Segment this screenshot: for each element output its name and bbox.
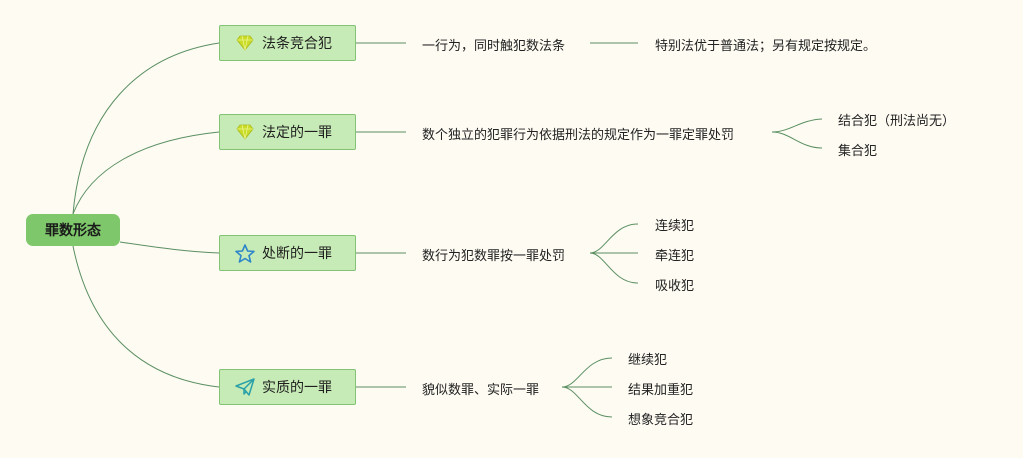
- branch-4-child-2[interactable]: 结果加重犯: [628, 382, 694, 398]
- connector-root-branch-1: [72, 42, 220, 215]
- branch-4-description[interactable]: 貌似数罪、实际一罪: [422, 382, 540, 398]
- connector-desc-3-child-3: [589, 252, 639, 284]
- connector-desc-2-child-2: [771, 131, 823, 149]
- connector-desc-4-child-1: [561, 357, 613, 388]
- branch-topic-shizhi-yizui[interactable]: 实质的一罪: [219, 369, 356, 405]
- branch-3-child-2[interactable]: 牵连犯: [655, 248, 695, 264]
- branch-1-description[interactable]: 一行为，同时触犯数法条: [422, 38, 566, 54]
- branch-topic-chuduan-yizui[interactable]: 处断的一罪: [219, 235, 356, 271]
- branch-4-child-3[interactable]: 想象竞合犯: [628, 412, 694, 428]
- root-topic[interactable]: 罪数形态: [26, 214, 120, 246]
- branch-2-child-1[interactable]: 结合犯（刑法尚无）: [838, 113, 956, 129]
- branch-2-child-2[interactable]: 集合犯: [838, 143, 878, 159]
- branch-topic-label: 处断的一罪: [262, 246, 332, 262]
- connector-root-branch-4: [72, 245, 220, 388]
- gem-icon: [234, 33, 256, 53]
- root-topic-label: 罪数形态: [45, 223, 101, 239]
- connector-desc-3-child-1: [589, 223, 639, 254]
- branch-3-child-3[interactable]: 吸收犯: [655, 278, 695, 294]
- connector-root-branch-2: [72, 131, 220, 215]
- branch-topic-label: 法条竞合犯: [262, 36, 332, 52]
- connector-desc-4-child-3: [561, 386, 613, 418]
- star-icon: [234, 243, 256, 263]
- connector-desc-2-child-1: [771, 118, 823, 133]
- paper-plane-icon: [234, 377, 256, 397]
- branch-3-child-1[interactable]: 连续犯: [655, 218, 695, 234]
- branch-1-extra[interactable]: 特别法优于普通法；另有规定按规定。: [655, 38, 877, 54]
- branch-topic-fatiao-jinghe[interactable]: 法条竞合犯: [219, 25, 356, 61]
- branch-topic-fading-yizui[interactable]: 法定的一罪: [219, 114, 356, 150]
- connector-root-branch-3: [119, 241, 220, 254]
- branch-topic-label: 法定的一罪: [262, 125, 332, 141]
- branch-3-description[interactable]: 数行为犯数罪按一罪处罚: [422, 248, 566, 264]
- gem-icon: [234, 122, 256, 142]
- branch-2-description[interactable]: 数个独立的犯罪行为依据刑法的规定作为一罪定罪处罚: [422, 127, 735, 143]
- branch-topic-label: 实质的一罪: [262, 380, 332, 396]
- branch-4-child-1[interactable]: 继续犯: [628, 352, 668, 368]
